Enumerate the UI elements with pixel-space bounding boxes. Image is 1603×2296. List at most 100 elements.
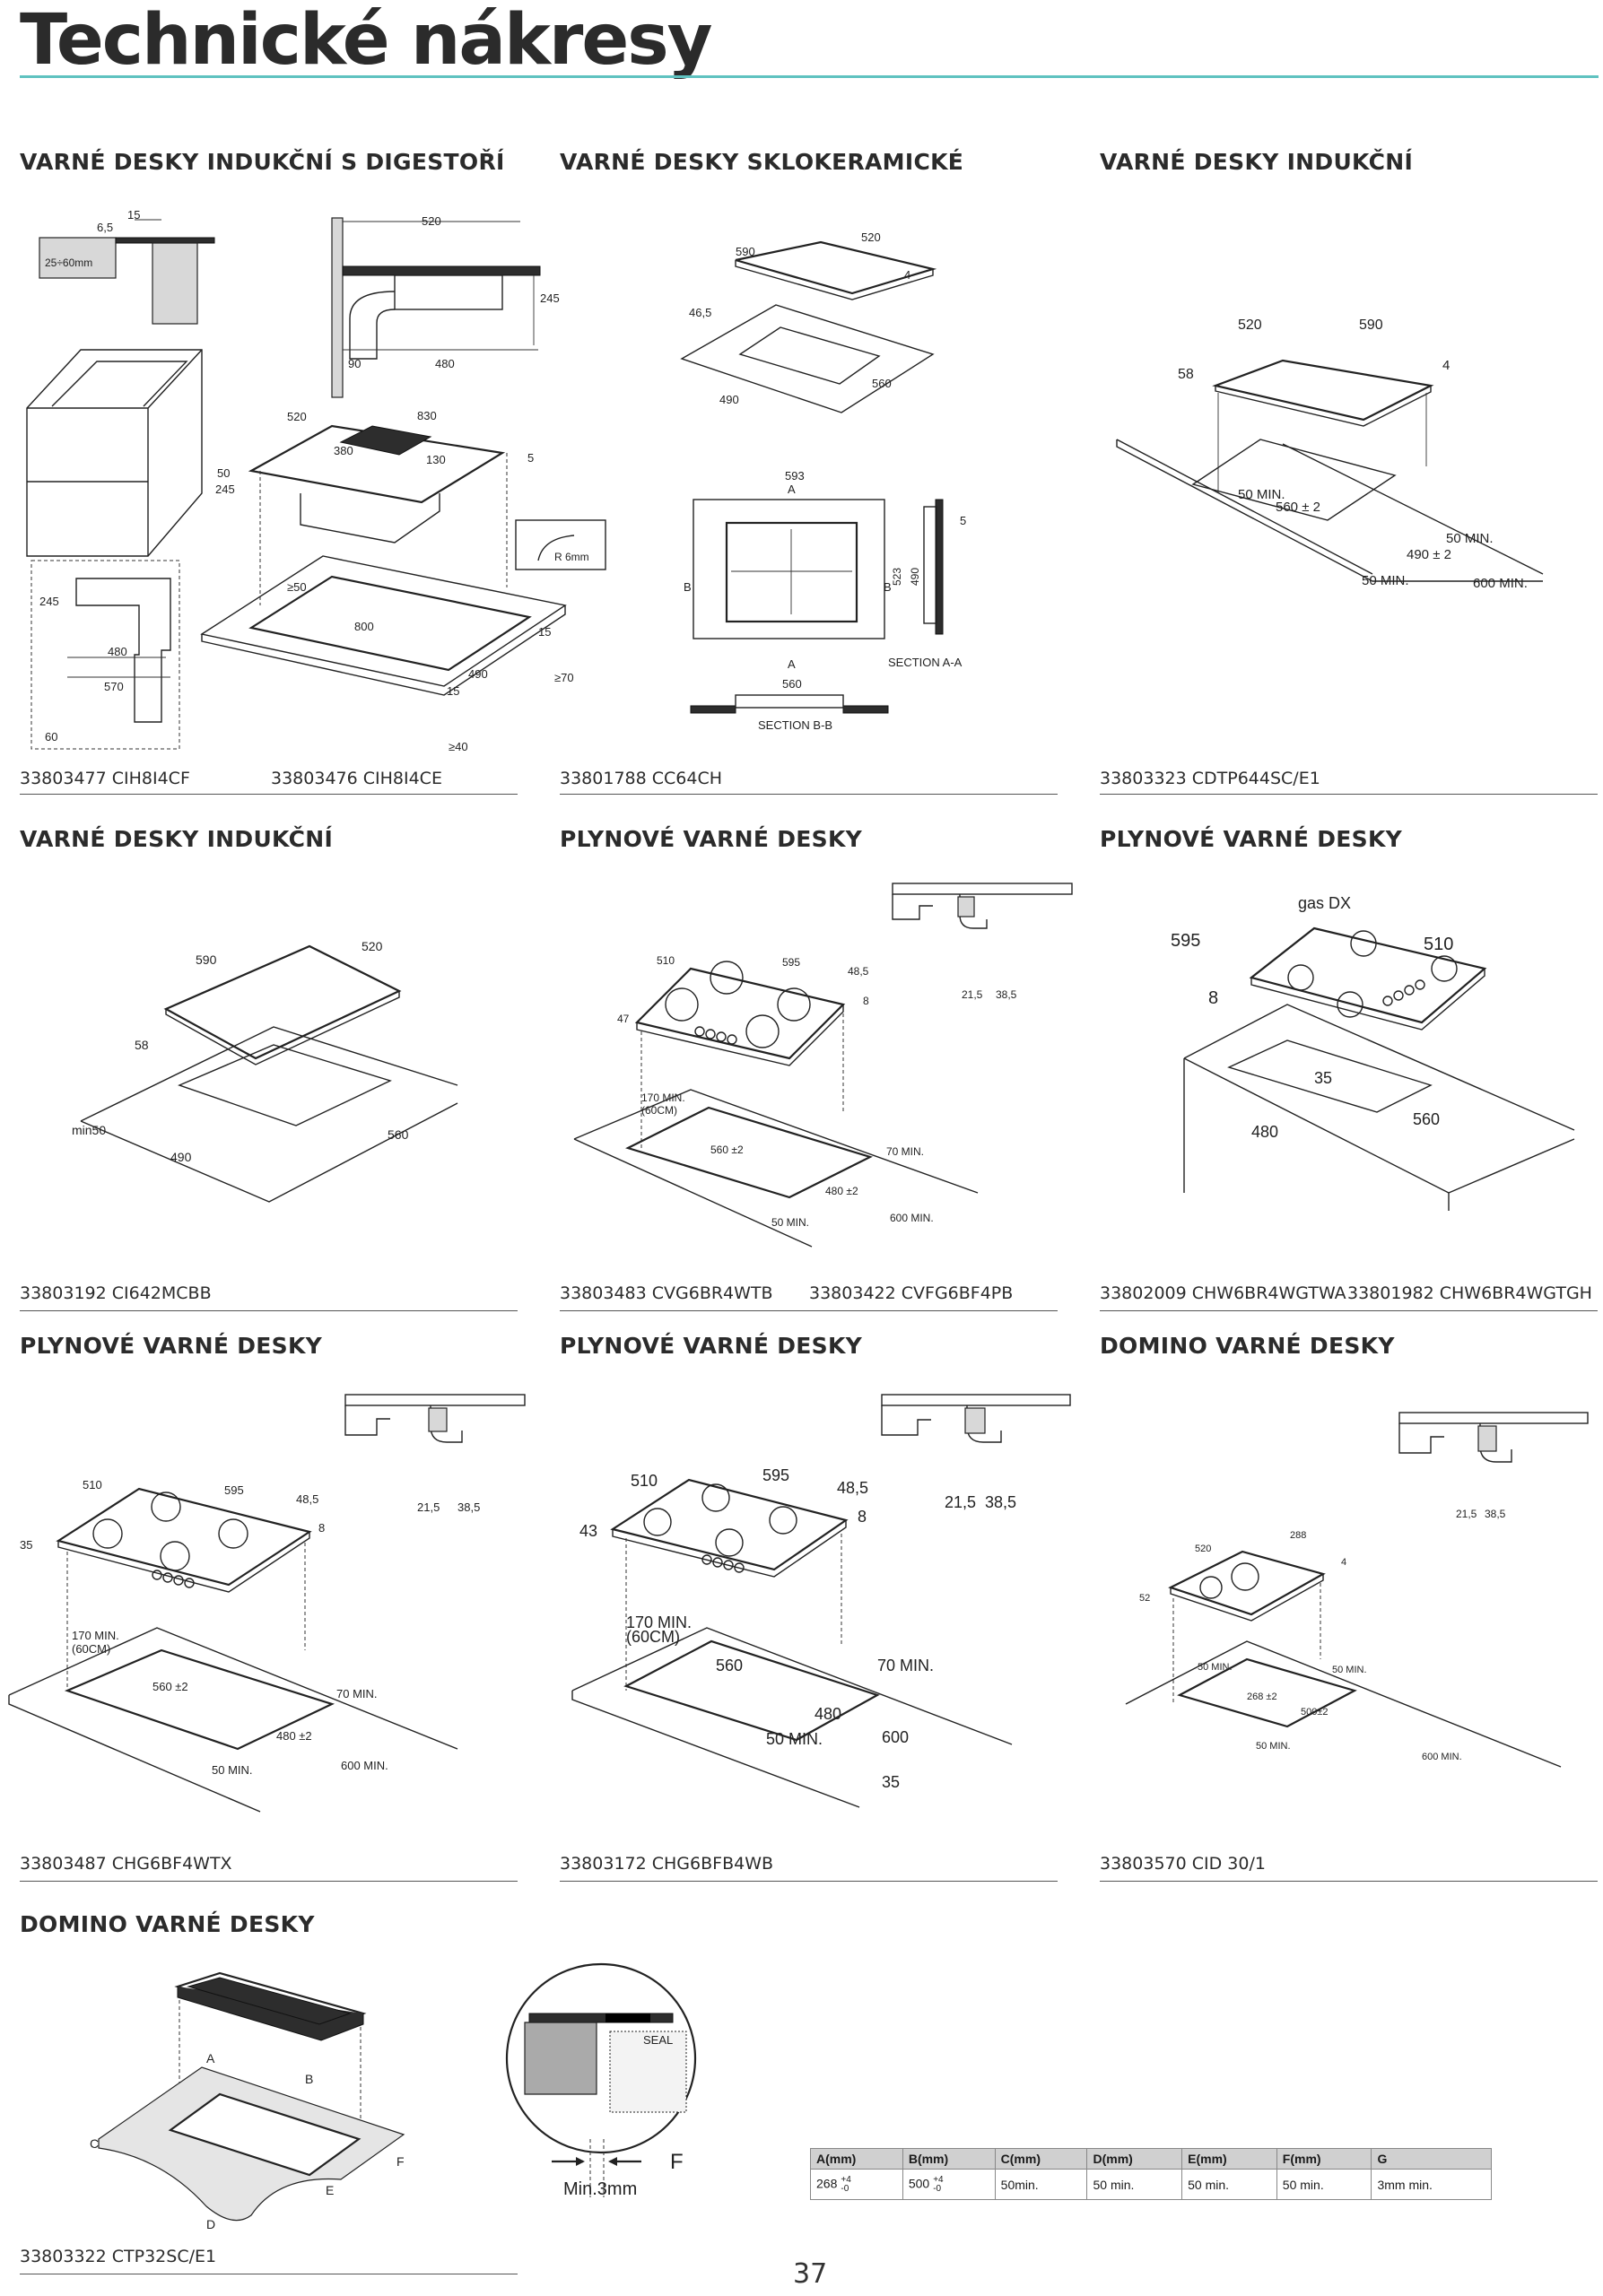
dim-label: 480: [1251, 1123, 1278, 1141]
dim-label: 50 MIN.: [1198, 1662, 1233, 1673]
page-number: 37: [793, 2258, 828, 2290]
dim-label: 35: [882, 1773, 900, 1791]
dim-label: 8: [318, 1521, 325, 1535]
product-code: 33803487 CHG6BF4WTX: [20, 1854, 232, 1874]
dim-label: 5: [960, 514, 966, 527]
table-cell: 50 min.: [1276, 2169, 1372, 2200]
dim-label: 480: [815, 1705, 841, 1723]
dim-label: 8: [858, 1508, 867, 1526]
dim-label: F: [396, 2154, 405, 2169]
dim-label: SECTION A-A: [888, 656, 963, 669]
dim-label: 47: [617, 1013, 630, 1025]
dim-label: 490: [170, 1150, 192, 1164]
dim-label: 38,5: [996, 988, 1017, 1001]
dim-label: 510: [631, 1472, 658, 1490]
drawing-induction-hood: 15 6,5 25÷60mm 520 245 90 480 520 830 38…: [26, 208, 606, 753]
tolerance: +4-0: [841, 2175, 850, 2194]
dim-label: 21,5: [1456, 1508, 1477, 1520]
dim-label: 50 MIN.: [1238, 487, 1285, 502]
dim-label: 170 MIN.: [72, 1629, 119, 1642]
dim-label: 4: [904, 268, 910, 282]
dim-label: 480 ±2: [276, 1729, 312, 1743]
dim-label: 15: [447, 684, 459, 698]
dim-label: 490 ± 2: [1407, 547, 1451, 562]
dim-label: 245: [39, 595, 59, 608]
section-title-induction: VARNÉ DESKY INDUKČNÍ: [1100, 149, 1414, 175]
dim-label: 245: [215, 483, 235, 496]
section-title-domino-1: DOMINO VARNÉ DESKY: [1100, 1333, 1395, 1359]
drawing-induction-large: 520 590 4 58 50 MIN. 560 ± 2 50 MIN. 490…: [1116, 317, 1544, 591]
product-code: 33803570 CID 30/1: [1100, 1854, 1266, 1874]
drawing-gas-hob-4: 21,5 38,5 510 595 48,5 8 43 170 MIN. (60…: [571, 1394, 1071, 1808]
dim-label: 510: [83, 1478, 102, 1492]
dim-label: 6,5: [97, 221, 113, 234]
spec-table-header: A(mm) B(mm) C(mm) D(mm) E(mm) F(mm) G: [810, 2148, 1492, 2170]
drawing-gas-hob-3: 21,5 38,5 510 595 48,5 8 35 170 MIN. (60…: [8, 1394, 526, 1813]
dim-label: 70 MIN.: [886, 1145, 924, 1158]
dim-label: 58: [1178, 367, 1194, 382]
product-code: 33803483 CVG6BR4WTB: [560, 1283, 773, 1303]
dim-label: 560 ±2: [710, 1144, 744, 1156]
dim-label: 170 MIN.: [641, 1091, 685, 1104]
dim-label: 15: [538, 625, 551, 639]
table-cell: 268+4-0: [810, 2169, 903, 2200]
dim-label: 560 ±2: [152, 1680, 188, 1693]
dim-label: A: [206, 2051, 215, 2066]
dim-label: 590: [1359, 317, 1383, 333]
product-code: 33803477 CIH8I4CF: [20, 769, 190, 788]
divider: [560, 1310, 1058, 1311]
table-row: 268+4-0 500+4-0 50min. 50 min. 50 min. 5…: [810, 2169, 1492, 2200]
dim-label: 4: [1442, 358, 1450, 373]
dim-label: (60CM): [626, 1628, 680, 1646]
dim-label: C: [90, 2136, 99, 2151]
dim-label: 4: [1341, 1557, 1346, 1568]
dim-label: 600 MIN.: [1422, 1752, 1462, 1762]
dim-label: 590: [196, 952, 217, 967]
dim-label: 38,5: [985, 1493, 1016, 1511]
dim-label: 520: [1238, 317, 1262, 333]
dim-label: 595: [1171, 931, 1200, 951]
dim-label: (60CM): [641, 1104, 677, 1117]
dim-label: 8: [1208, 988, 1218, 1008]
divider: [20, 1310, 518, 1311]
dim-label: 560: [782, 677, 802, 691]
table-header-cell: D(mm): [1086, 2148, 1183, 2170]
dim-label: A: [788, 657, 796, 671]
dim-label: 5: [527, 451, 534, 465]
title-rule: [20, 75, 1599, 78]
dim-label: 570: [104, 680, 124, 693]
dim-label: 35: [1314, 1069, 1332, 1087]
divider: [20, 794, 518, 795]
dim-label: 38,5: [457, 1500, 480, 1514]
cabinet-side-section: [152, 242, 198, 325]
drawing-domino-2: A B C D E F SEAL F Min.3mm: [90, 1962, 697, 2231]
section-title-domino-2: DOMINO VARNÉ DESKY: [20, 1911, 315, 1937]
dim-label: SECTION B-B: [758, 718, 832, 732]
table-header-cell: B(mm): [902, 2148, 996, 2170]
drawing-gas-hob-2: gas DX 595 510 8 35 480 560: [1171, 894, 1575, 1211]
table-cell: 50 min.: [1086, 2169, 1183, 2200]
dim-label: 595: [224, 1483, 244, 1497]
dim-label: 48,5: [848, 965, 869, 978]
dim-label: 50 MIN.: [1446, 531, 1494, 546]
product-code: 33803323 CDTP644SC/E1: [1100, 769, 1320, 788]
dim-label: 520: [1195, 1544, 1211, 1554]
dim-label: 50 MIN.: [1256, 1741, 1291, 1752]
dim-label: 490: [719, 393, 739, 406]
section-title-induction-2: VARNÉ DESKY INDUKČNÍ: [20, 826, 334, 852]
product-code: 33803322 CTP32SC/E1: [20, 2247, 217, 2266]
dim-label: ≥50: [287, 580, 307, 594]
dim-label: 50 MIN.: [766, 1730, 823, 1748]
dim-label: 35: [20, 1538, 32, 1552]
dim-label: 15: [127, 208, 140, 222]
section-title-gas-1: PLYNOVÉ VARNÉ DESKY: [560, 826, 863, 852]
dim-label: B: [305, 2072, 313, 2086]
dim-label: 70 MIN.: [336, 1687, 378, 1700]
dim-label: 245: [540, 291, 560, 305]
spec-table: A(mm) B(mm) C(mm) D(mm) E(mm) F(mm) G 26…: [810, 2148, 1492, 2200]
dim-label: 21,5: [417, 1500, 440, 1514]
tolerance: +4-0: [933, 2175, 943, 2194]
dim-label: 90: [348, 357, 361, 370]
cell-value: 268: [816, 2176, 838, 2191]
table-cell: 500+4-0: [902, 2169, 996, 2200]
